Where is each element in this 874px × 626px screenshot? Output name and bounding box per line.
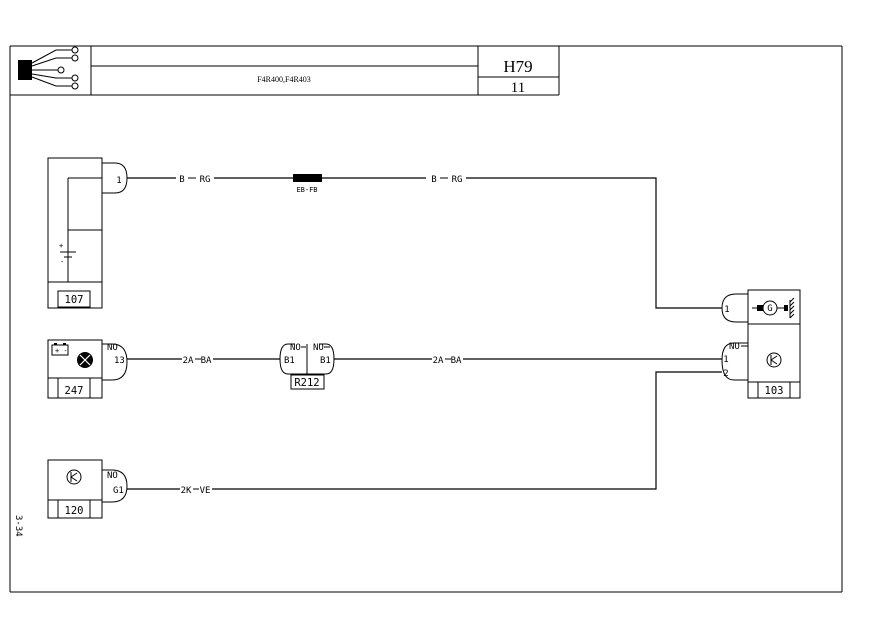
- battery-icon: + -: [59, 242, 76, 268]
- variant-label: F4R400,F4R403: [257, 75, 311, 84]
- generator-icon: G: [752, 300, 788, 316]
- terminal-103-2: 2: [723, 369, 728, 379]
- wire-2a-color: BA: [201, 356, 212, 366]
- wire-3-color: VE: [200, 486, 211, 496]
- splice-label: EB-FB: [296, 186, 317, 194]
- wire-2b-code: 2A: [433, 356, 444, 366]
- wire-3: 2K VE: [127, 371, 722, 496]
- wire-1: B RG EB-FB B RG: [127, 174, 722, 309]
- pin-label-103: NO: [729, 342, 740, 352]
- sheet-number: 11: [511, 80, 525, 96]
- battery-warning-icon: + -: [51, 343, 69, 356]
- component-120: 120 NO G1: [47, 459, 128, 519]
- r212-right-label: NO: [313, 343, 324, 353]
- component-number-103: 103: [765, 385, 784, 397]
- component-number-247: 247: [65, 385, 84, 397]
- wire-3-code: 2K: [181, 486, 192, 496]
- wire-2a-code: 2A: [183, 356, 194, 366]
- pin-label-120: NO: [107, 471, 118, 481]
- splice-block: [293, 174, 322, 182]
- regulator-icon: [766, 352, 782, 368]
- terminal-107-1: 1: [116, 176, 121, 186]
- terminal-247-13: 13: [114, 356, 125, 366]
- svg-text:-: -: [60, 258, 64, 266]
- sensor-icon: [66, 469, 82, 485]
- page-reference: 3-34: [13, 515, 23, 537]
- wire-2b-color: BA: [451, 356, 462, 366]
- terminal-120-G1: G1: [113, 486, 124, 496]
- r212-pin-left: B1: [284, 356, 295, 366]
- component-103: G 1 NO 1 2 103: [721, 289, 801, 399]
- pin-label-247: NO: [107, 343, 118, 353]
- component-107: + - 1 107: [47, 157, 128, 309]
- diagram-code: H79: [503, 57, 532, 76]
- warning-lamp-icon: [77, 352, 93, 368]
- wire-1b-code: B: [431, 175, 436, 185]
- svg-text:G: G: [767, 304, 772, 314]
- connector-logo-icon: [18, 46, 79, 90]
- wire-1a-color: RG: [200, 175, 211, 185]
- r212-pin-right: B1: [320, 356, 331, 366]
- component-number-120: 120: [65, 505, 84, 517]
- wire-1b-color: RG: [452, 175, 463, 185]
- wire-2: 2A BA 2A BA: [127, 356, 722, 366]
- title-block: F4R400,F4R403 H79 11: [10, 46, 560, 96]
- svg-text:+ -: + -: [55, 347, 68, 355]
- component-number-107: 107: [65, 294, 84, 306]
- svg-text:+: +: [59, 242, 63, 250]
- connector-r212: NO NO B1 B1 R212: [279, 343, 335, 390]
- terminal-103-top: 1: [724, 305, 729, 315]
- r212-left-label: NO: [290, 343, 301, 353]
- component-247: + - 247 NO 13: [47, 339, 128, 399]
- r212-label: R212: [294, 377, 319, 389]
- terminal-103-1: 1: [723, 355, 728, 365]
- ground-icon: [789, 297, 795, 319]
- wire-1a-code: B: [179, 175, 184, 185]
